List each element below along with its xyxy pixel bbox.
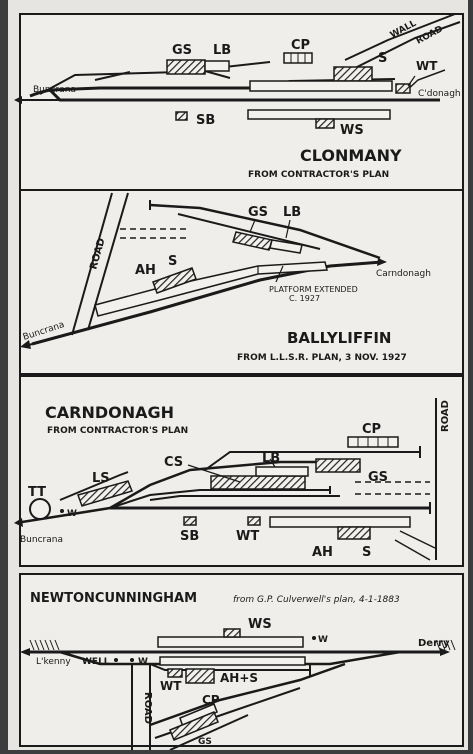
panel-clonmany: GS LB CP S WT SB WS ROAD WALL Buncrana C… xyxy=(14,13,464,191)
label-s: S xyxy=(362,545,371,560)
platform xyxy=(269,516,411,528)
label-lb: LB xyxy=(213,43,231,58)
label-gs: GS xyxy=(172,43,192,58)
label-cs: CS xyxy=(164,455,183,470)
embankment-left xyxy=(29,639,60,651)
label-gs: GS xyxy=(248,205,268,220)
goods-shed xyxy=(166,59,206,75)
label-cp: CP xyxy=(202,693,220,707)
cattle-pens xyxy=(179,703,218,729)
well-marker xyxy=(130,658,134,662)
label-cp: CP xyxy=(291,38,310,53)
goods-shed xyxy=(315,458,361,473)
panel-subtitle: FROM L.L.S.R. PLAN, 3 NOV. 1927 xyxy=(237,353,407,363)
signal-box xyxy=(175,111,188,121)
label-derry: Derry xyxy=(418,638,450,649)
label-buncrana: Buncrana xyxy=(33,85,76,95)
goods-shed xyxy=(232,231,273,251)
carriage-shed xyxy=(210,475,306,490)
label-buncrana: Buncrana xyxy=(20,535,63,545)
panel-subtitle: FROM CONTRACTOR'S PLAN xyxy=(47,426,188,436)
goods-shed xyxy=(169,711,219,741)
signal-box xyxy=(183,516,197,526)
loading-bank xyxy=(204,60,230,72)
label-platform-extended: PLATFORM EXTENDED xyxy=(269,285,358,294)
label-wt: WT xyxy=(160,679,182,693)
label-well: WELL xyxy=(82,657,110,667)
label-ah: AH xyxy=(312,545,333,560)
siding xyxy=(149,203,381,260)
goods-line xyxy=(21,460,330,524)
panel-subtitle: from G.P. Culverwell's plan, 4-1-1883 xyxy=(233,595,400,605)
well-marker xyxy=(60,509,64,513)
platform xyxy=(249,80,393,92)
label-road: ROAD xyxy=(440,400,451,432)
waiting-shed xyxy=(223,628,241,638)
panel-title: CLONMANY xyxy=(300,146,402,165)
label-tt: TT xyxy=(28,485,46,500)
label-lkenny: L'kenny xyxy=(36,657,71,667)
goods-siding xyxy=(149,662,346,727)
panel-title: CARNDONAGH xyxy=(45,403,174,422)
station-building xyxy=(333,66,373,82)
label-ls: LS xyxy=(92,471,110,486)
label-lb: LB xyxy=(283,205,301,220)
panel-title: NEWTONCUNNINGHAM xyxy=(30,591,197,606)
station-building xyxy=(185,668,215,684)
label-sb: SB xyxy=(196,113,215,128)
well-marker xyxy=(114,658,118,662)
loading-bank xyxy=(269,239,303,254)
down-platform xyxy=(247,109,391,120)
panel-title: BALLYLIFFIN xyxy=(287,329,391,347)
label-ahs: AH+S xyxy=(220,671,258,685)
station-building xyxy=(337,526,371,540)
panel-ballyliffin: GS LB AH S ROAD Carndonagh Buncrana PLAT… xyxy=(19,189,464,375)
label-road: ROAD xyxy=(142,692,153,724)
label-w: W xyxy=(67,509,77,519)
water-tank xyxy=(167,668,183,678)
label-wt: WT xyxy=(416,59,438,73)
label-platform-date: C. 1927 xyxy=(289,294,320,303)
label-wt: WT xyxy=(236,529,259,544)
well-marker xyxy=(312,636,316,640)
water-tank xyxy=(247,516,261,526)
label-w2: W xyxy=(138,657,148,667)
loco-shed xyxy=(77,480,134,507)
station-building xyxy=(152,267,197,294)
cattle-pens xyxy=(347,436,399,448)
label-gs: GS xyxy=(368,470,388,485)
platform xyxy=(157,636,304,648)
label-cp: CP xyxy=(362,422,381,437)
embankment-right xyxy=(435,639,456,651)
water-tank xyxy=(395,83,411,94)
turntable xyxy=(29,498,51,520)
label-lb: LB xyxy=(262,451,280,466)
label-ah: AH xyxy=(135,263,156,278)
label-s: S xyxy=(168,254,177,269)
label-sb: SB xyxy=(180,529,199,544)
main-running-line xyxy=(31,260,383,346)
road-edge-1 xyxy=(71,192,113,336)
label-gs: GS xyxy=(198,737,212,747)
label-ws: WS xyxy=(340,123,364,138)
label-ws: WS xyxy=(248,617,272,632)
road-edge-2 xyxy=(87,192,129,331)
panel-carndonagh: CARNDONAGH FROM CONTRACTOR'S PLAN CP LB … xyxy=(14,375,464,567)
label-carndonagh: Carndonagh xyxy=(376,269,431,279)
panel-subtitle: FROM CONTRACTOR'S PLAN xyxy=(248,170,389,180)
road-edge-2 xyxy=(354,21,461,69)
loading-bank xyxy=(255,466,309,477)
label-w1: W xyxy=(318,635,328,645)
road-edge-1 xyxy=(344,13,456,61)
down-platform xyxy=(159,656,306,666)
label-cdonagh: C'donagh xyxy=(418,89,461,99)
waiting-shed xyxy=(315,118,335,129)
panel-newtoncunningham: NEWTONCUNNINGHAM from G.P. Culverwell's … xyxy=(19,573,464,751)
label-s: S xyxy=(378,51,387,66)
